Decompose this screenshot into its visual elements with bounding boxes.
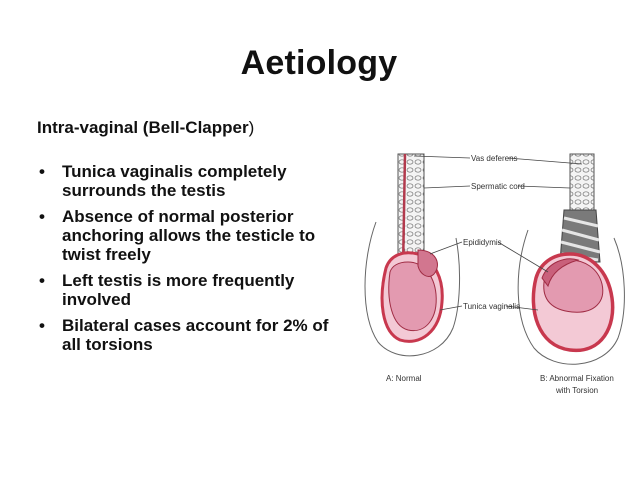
bullet-item: • Bilateral cases account for 2% of all … (37, 316, 347, 354)
scrotal-outline-left (364, 221, 461, 357)
bullet-dot: • (39, 316, 45, 335)
bullet-item: • Tunica vaginalis completely surrounds … (37, 162, 347, 200)
label-tunica-vaginalis: Tunica vaginalis (463, 302, 520, 311)
bullet-list: • Tunica vaginalis completely surrounds … (37, 162, 347, 361)
diagram-svg: Vas deferens Spermatic cord Epididymis T… (364, 153, 625, 395)
label-vas-deferens: Vas deferens (471, 154, 518, 163)
bullet-item: • Left testis is more frequently involve… (37, 271, 347, 309)
torsion-testis-drawing (517, 153, 625, 365)
bullet-text: Bilateral cases account for 2% of all to… (62, 316, 329, 354)
bullet-text: Tunica vaginalis completely surrounds th… (62, 162, 287, 200)
testicular-torsion-diagram: Vas deferens Spermatic cord Epididymis T… (358, 150, 630, 400)
epididymis-left (417, 249, 438, 277)
bullet-text: Absence of normal posterior anchoring al… (62, 207, 316, 264)
bullet-dot: • (39, 207, 45, 226)
bullet-text: Left testis is more frequently involved (62, 271, 295, 309)
normal-testis-drawing (364, 153, 461, 357)
label-epididymis: Epididymis (463, 238, 502, 247)
bullet-dot: • (39, 162, 45, 181)
subtitle-paren: ) (248, 118, 255, 137)
bullet-item: • Absence of normal posterior anchoring … (37, 207, 347, 264)
caption-torsion-line2: with Torsion (555, 386, 598, 395)
scrotal-outline-right (517, 229, 625, 365)
caption-torsion-line1: B: Abnormal Fixation (540, 374, 614, 383)
slide-subtitle: Intra-vaginal (Bell-Clapper) (37, 118, 254, 138)
label-spermatic-cord: Spermatic cord (471, 182, 525, 191)
bullet-dot: • (39, 271, 45, 290)
caption-normal: A: Normal (386, 374, 422, 383)
subtitle-text: Intra-vaginal (Bell-Clapper (37, 118, 249, 137)
epididymis-right (541, 258, 580, 288)
slide-title: Aetiology (240, 44, 398, 82)
testis-left (388, 261, 437, 332)
